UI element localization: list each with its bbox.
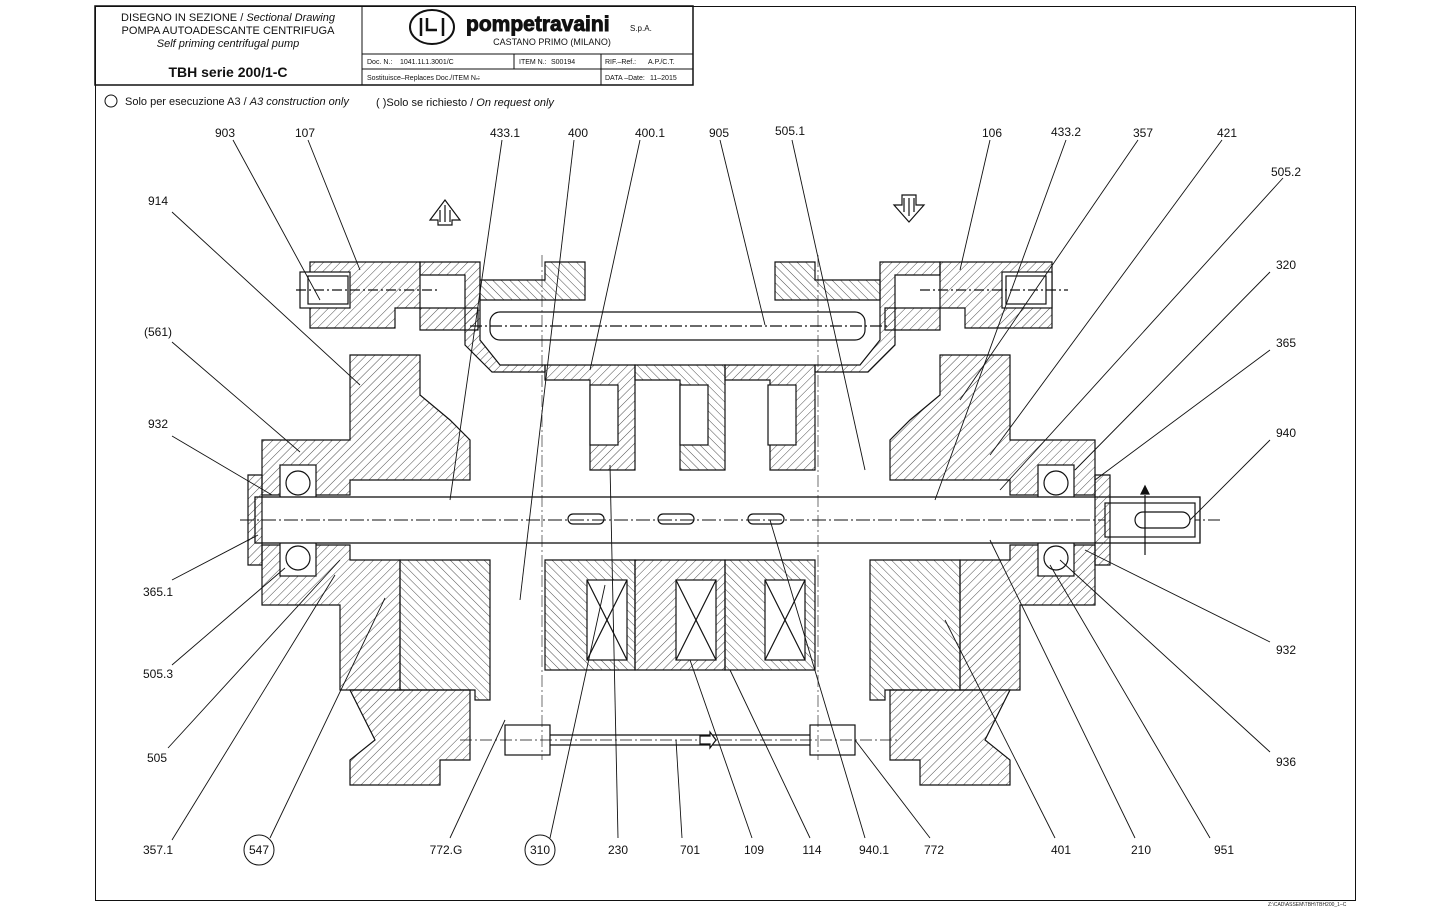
drawing-sheet-border xyxy=(95,6,1356,901)
part-label-505-1: 505.1 xyxy=(775,124,805,138)
note-a3: Solo per esecuzione A3 / A3 construction… xyxy=(125,96,350,108)
rotation-arrow-icon xyxy=(1140,484,1150,555)
part-label-914: 914 xyxy=(148,194,168,208)
part-labels: 903 107 433.1 400 400.1 905 505.1 106 43… xyxy=(143,124,1301,857)
leader-lines xyxy=(167,139,1284,841)
file-path-code: Z:\CAD\ASSEM\TBH\TBH200_1–C xyxy=(1268,902,1347,908)
a3-marker-icon xyxy=(104,94,118,108)
item-no: S00194 xyxy=(551,59,575,66)
part-label-905: 905 xyxy=(709,126,729,140)
company-location: CASTANO PRIMO (MILANO) xyxy=(493,37,611,47)
part-label-357-1: 357.1 xyxy=(143,843,173,857)
title-block-text: DISEGNO IN SEZIONE / Sectional Drawing P… xyxy=(121,9,677,82)
company-name: pompetravaini xyxy=(466,13,610,36)
part-label-772-g: 772.G xyxy=(430,843,463,857)
title-block xyxy=(94,5,694,86)
replaces-label: Sostituisce–Replaces Doc./ITEM N.: xyxy=(367,75,480,82)
ref-label: RIF.–Ref.: xyxy=(605,59,636,66)
part-label-310: 310 xyxy=(530,843,550,857)
part-label-433-1: 433.1 xyxy=(490,126,520,140)
part-label-401: 401 xyxy=(1051,843,1071,857)
pump-section xyxy=(240,194,1220,786)
part-label-365-1: 365.1 xyxy=(143,585,173,599)
part-label-433-2: 433.2 xyxy=(1051,125,1081,139)
part-label-114: 114 xyxy=(802,843,821,857)
part-label-561: (561) xyxy=(144,325,172,339)
date-value: 11–2015 xyxy=(650,75,677,82)
part-label-505-3: 505.3 xyxy=(143,667,173,681)
date-label: DATA –Date: xyxy=(605,75,645,82)
part-label-400-1: 400.1 xyxy=(635,126,665,140)
part-label-357: 357 xyxy=(1133,126,1153,140)
part-label-701: 701 xyxy=(680,843,700,857)
part-label-903: 903 xyxy=(215,126,235,140)
suction-flow-arrow-icon xyxy=(428,199,462,226)
discharge-flow-arrow-icon xyxy=(892,194,926,223)
ref-value: A.P./C.T. xyxy=(648,59,675,66)
part-label-365: 365 xyxy=(1276,336,1296,350)
title-line1: DISEGNO IN SEZIONE / Sectional Drawing xyxy=(121,12,336,24)
part-label-109: 109 xyxy=(744,843,764,857)
part-label-107: 107 xyxy=(295,126,315,140)
part-label-210: 210 xyxy=(1131,843,1151,857)
part-label-400: 400 xyxy=(568,126,588,140)
item-no-label: ITEM N.: xyxy=(519,59,547,66)
part-label-932-left: 932 xyxy=(148,417,168,431)
part-label-940-1: 940.1 xyxy=(859,843,889,857)
replaces-value: – xyxy=(476,75,480,82)
part-label-951: 951 xyxy=(1214,843,1234,857)
part-label-320: 320 xyxy=(1276,258,1296,272)
doc-no-label: Doc. N.: xyxy=(367,59,392,66)
part-label-936: 936 xyxy=(1276,755,1296,769)
part-label-505-2: 505.2 xyxy=(1271,165,1301,179)
part-label-547: 547 xyxy=(249,843,269,857)
notes: Solo per esecuzione A3 / A3 construction… xyxy=(104,94,555,109)
model-name: TBH serie 200/1-C xyxy=(168,64,287,80)
company-logo-icon xyxy=(409,9,455,45)
part-label-772: 772 xyxy=(924,843,944,857)
part-label-421: 421 xyxy=(1217,126,1237,140)
part-label-505: 505 xyxy=(147,751,167,765)
part-label-940: 940 xyxy=(1276,426,1296,440)
part-label-932-right: 932 xyxy=(1276,643,1296,657)
title-line2: POMPA AUTOADESCANTE CENTRIFUGA xyxy=(122,25,336,37)
note-request: ( )Solo se richiesto / On request only xyxy=(376,97,555,109)
callout-310-circle xyxy=(524,834,556,866)
doc-no: 1041.1L1.3001/C xyxy=(400,59,454,66)
company-suffix: S.p.A. xyxy=(630,24,652,33)
part-label-230: 230 xyxy=(608,843,628,857)
title-line2-en: Self priming centrifugal pump xyxy=(157,38,299,50)
callout-547-circle xyxy=(243,834,275,866)
part-label-106: 106 xyxy=(982,126,1002,140)
